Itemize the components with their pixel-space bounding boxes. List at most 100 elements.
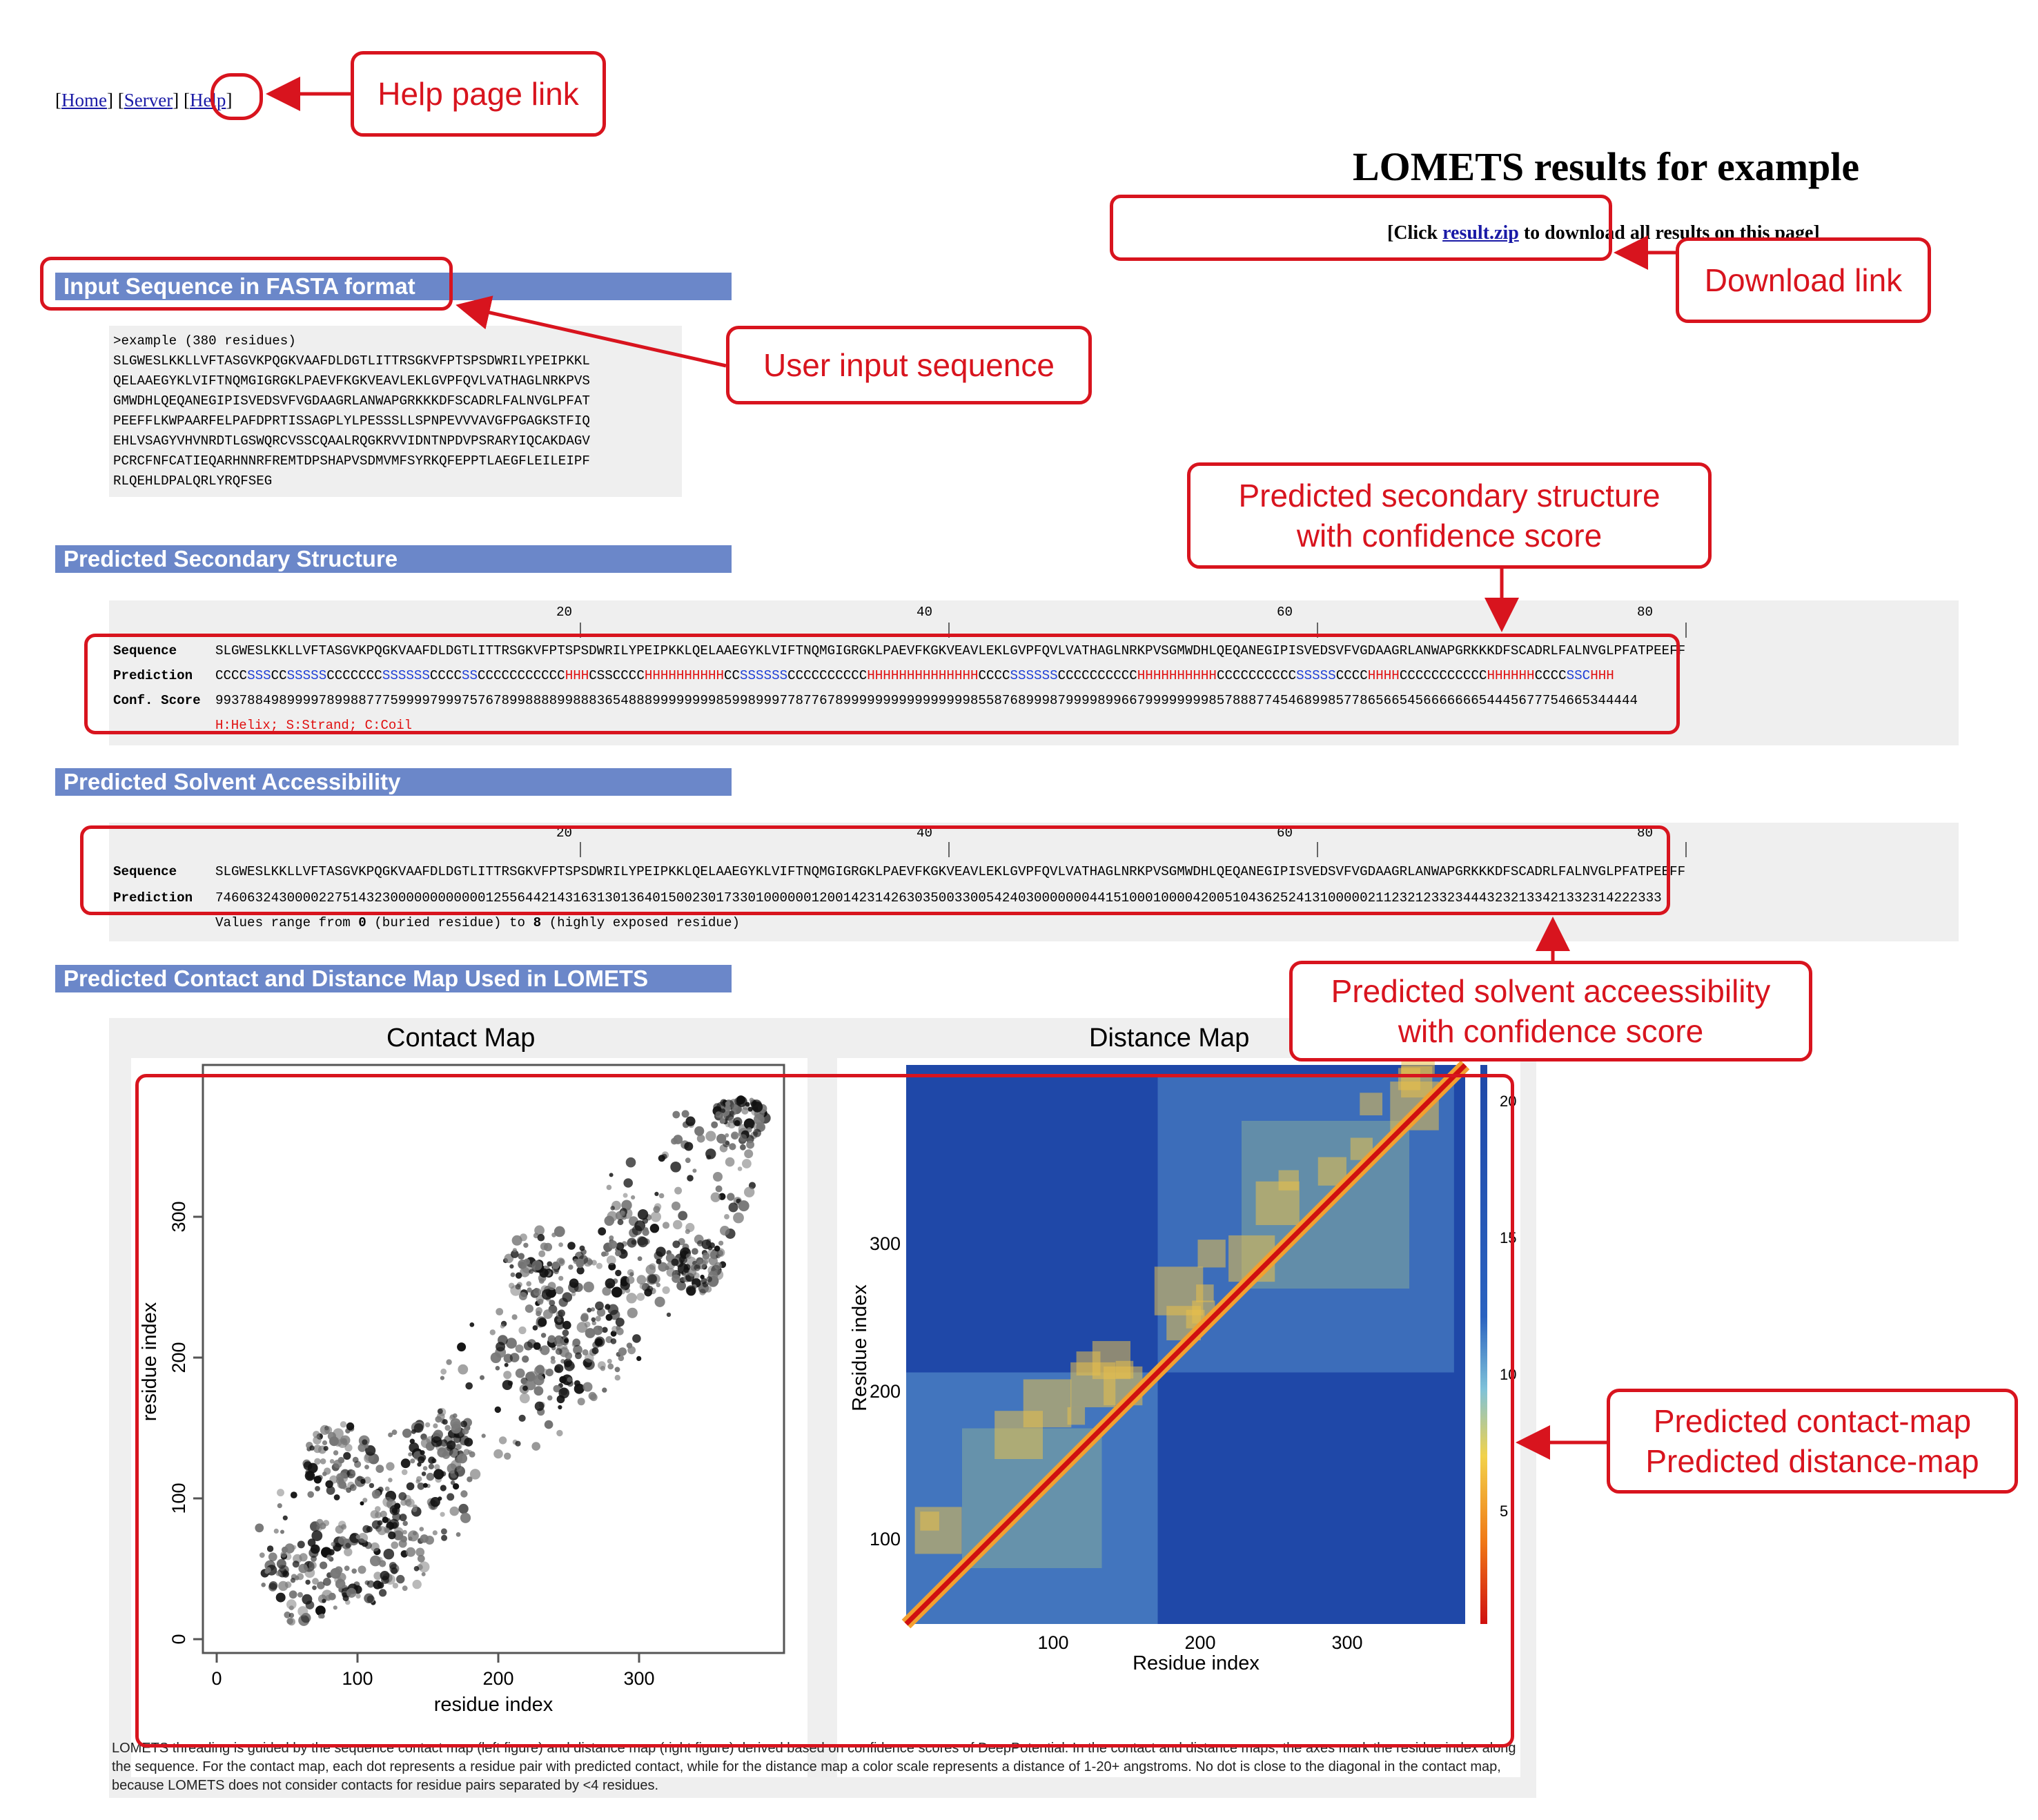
contact-dot	[573, 1258, 579, 1264]
contact-dot	[572, 1338, 580, 1347]
result-zip-link[interactable]: result.zip	[1442, 222, 1519, 244]
contact-dot	[460, 1512, 471, 1523]
y-tick-label: 200	[168, 1342, 189, 1373]
contact-dot	[614, 1367, 620, 1373]
contact-dot	[349, 1484, 357, 1491]
callout-maps-line2: Predicted distance-map	[1645, 1443, 1979, 1479]
x-tick-label: 0	[211, 1668, 222, 1689]
contact-dot	[557, 1318, 562, 1323]
ss-segment: CCCCCCCCCC	[1057, 668, 1137, 683]
contact-dot	[322, 1598, 326, 1603]
y-tick-label: 300	[168, 1201, 189, 1232]
contact-dot	[700, 1278, 707, 1284]
contact-dot	[590, 1307, 596, 1312]
contact-dot	[537, 1298, 544, 1305]
contact-dot	[440, 1485, 447, 1491]
contact-dot	[621, 1200, 632, 1211]
contact-dot	[559, 1376, 567, 1384]
contact-dot	[261, 1583, 266, 1587]
contact-dot	[611, 1286, 623, 1298]
distance-blocks	[901, 1041, 1470, 1629]
contact-dot	[620, 1278, 629, 1286]
contact-dot	[522, 1385, 528, 1391]
contact-dot	[296, 1573, 304, 1581]
contact-dot	[297, 1592, 303, 1598]
callout-ss-line1: Predicted secondary structure	[1238, 478, 1660, 513]
contact-dot	[584, 1321, 591, 1328]
contact-dot	[558, 1405, 562, 1410]
ruler-tick	[948, 842, 950, 857]
contact-dot	[615, 1250, 622, 1257]
contact-dot	[420, 1450, 425, 1456]
y-tick-label: 0	[168, 1634, 189, 1644]
contact-dot	[654, 1296, 665, 1307]
contact-dot	[615, 1318, 625, 1327]
contact-dot	[388, 1432, 393, 1438]
contact-dot	[369, 1483, 375, 1489]
contact-dot	[415, 1479, 420, 1484]
contact-dot	[386, 1462, 395, 1471]
contact-dot	[364, 1593, 374, 1603]
fasta-header: >example (380 residues)	[113, 333, 296, 349]
server-link[interactable]: Server	[124, 90, 173, 110]
contact-dot	[606, 1184, 612, 1191]
contact-dot	[415, 1547, 425, 1557]
contact-dot	[654, 1251, 663, 1260]
contact-dot	[631, 1195, 636, 1200]
contact-dot	[320, 1561, 328, 1569]
section-secondary-structure: Predicted Secondary Structure	[55, 545, 732, 573]
ss-segment: CCCCCCCCCCC	[1399, 668, 1487, 683]
callout-maps: Predicted contact-map Predicted distance…	[1607, 1389, 2018, 1494]
contact-dot	[741, 1107, 749, 1115]
contact-dot	[525, 1304, 534, 1313]
contact-dot	[650, 1211, 661, 1222]
contact-dot	[282, 1515, 288, 1520]
contact-dot	[711, 1121, 718, 1128]
contact-dot	[457, 1342, 467, 1352]
contact-dot	[303, 1461, 313, 1471]
contact-dot	[609, 1173, 614, 1177]
contact-dot	[398, 1492, 407, 1500]
ss-segment: SSSSS	[1296, 668, 1336, 683]
contact-dot	[481, 1434, 486, 1438]
contact-dot	[601, 1251, 607, 1257]
contact-dot	[673, 1220, 683, 1230]
ss-segment: CCCCCCCCCC	[1216, 668, 1297, 683]
contact-dot	[567, 1242, 576, 1250]
contact-dot	[388, 1478, 393, 1483]
contact-dot	[360, 1501, 364, 1506]
contact-dot	[370, 1542, 380, 1552]
contact-dot	[736, 1096, 747, 1107]
contact-dot	[449, 1506, 460, 1516]
contact-dot	[393, 1527, 404, 1537]
contact-dot	[317, 1475, 323, 1480]
contact-dot	[388, 1531, 396, 1540]
contact-dot	[333, 1494, 340, 1500]
contact-dot	[277, 1489, 284, 1497]
contact-dot	[509, 1353, 520, 1362]
contact-dot	[643, 1227, 649, 1232]
contact-dot	[264, 1569, 270, 1574]
contact-dot	[705, 1131, 716, 1142]
contact-dot	[364, 1542, 372, 1549]
contact-dot	[542, 1309, 553, 1320]
contact-dot	[709, 1256, 718, 1266]
contact-dot	[753, 1128, 761, 1137]
contact-dot	[681, 1110, 689, 1118]
section-solvent-accessibility: Predicted Solvent Accessibility	[55, 768, 732, 796]
contact-dot	[606, 1255, 616, 1265]
contact-dot	[411, 1429, 416, 1434]
contact-dot	[547, 1335, 556, 1343]
ruler-tick	[580, 623, 581, 638]
contact-dot	[553, 1226, 565, 1237]
contact-dot	[614, 1375, 620, 1381]
contact-dot	[433, 1423, 438, 1429]
callout-help: Help page link	[351, 51, 606, 137]
x-tick-label: 300	[623, 1668, 654, 1689]
contact-dot	[574, 1380, 580, 1387]
contact-dot	[377, 1582, 384, 1589]
home-link[interactable]: Home	[61, 90, 107, 110]
contact-dot	[335, 1566, 343, 1574]
help-highlight	[210, 73, 263, 120]
